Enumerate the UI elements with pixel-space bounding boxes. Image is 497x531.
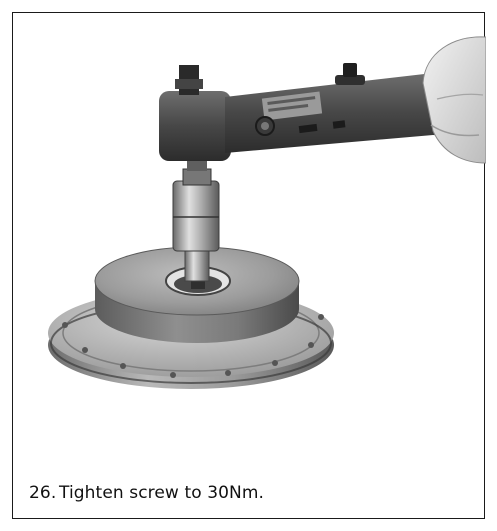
hand xyxy=(422,36,486,164)
instruction-panel: 26.Tighten screw to 30Nm. xyxy=(12,12,486,519)
torque-wrench-photo xyxy=(48,36,486,389)
step-instruction: Tighten screw to 30Nm. xyxy=(59,483,265,503)
socket-extension xyxy=(172,159,220,282)
step-caption: 26.Tighten screw to 30Nm. xyxy=(29,483,264,503)
step-number: 26. xyxy=(29,483,57,503)
